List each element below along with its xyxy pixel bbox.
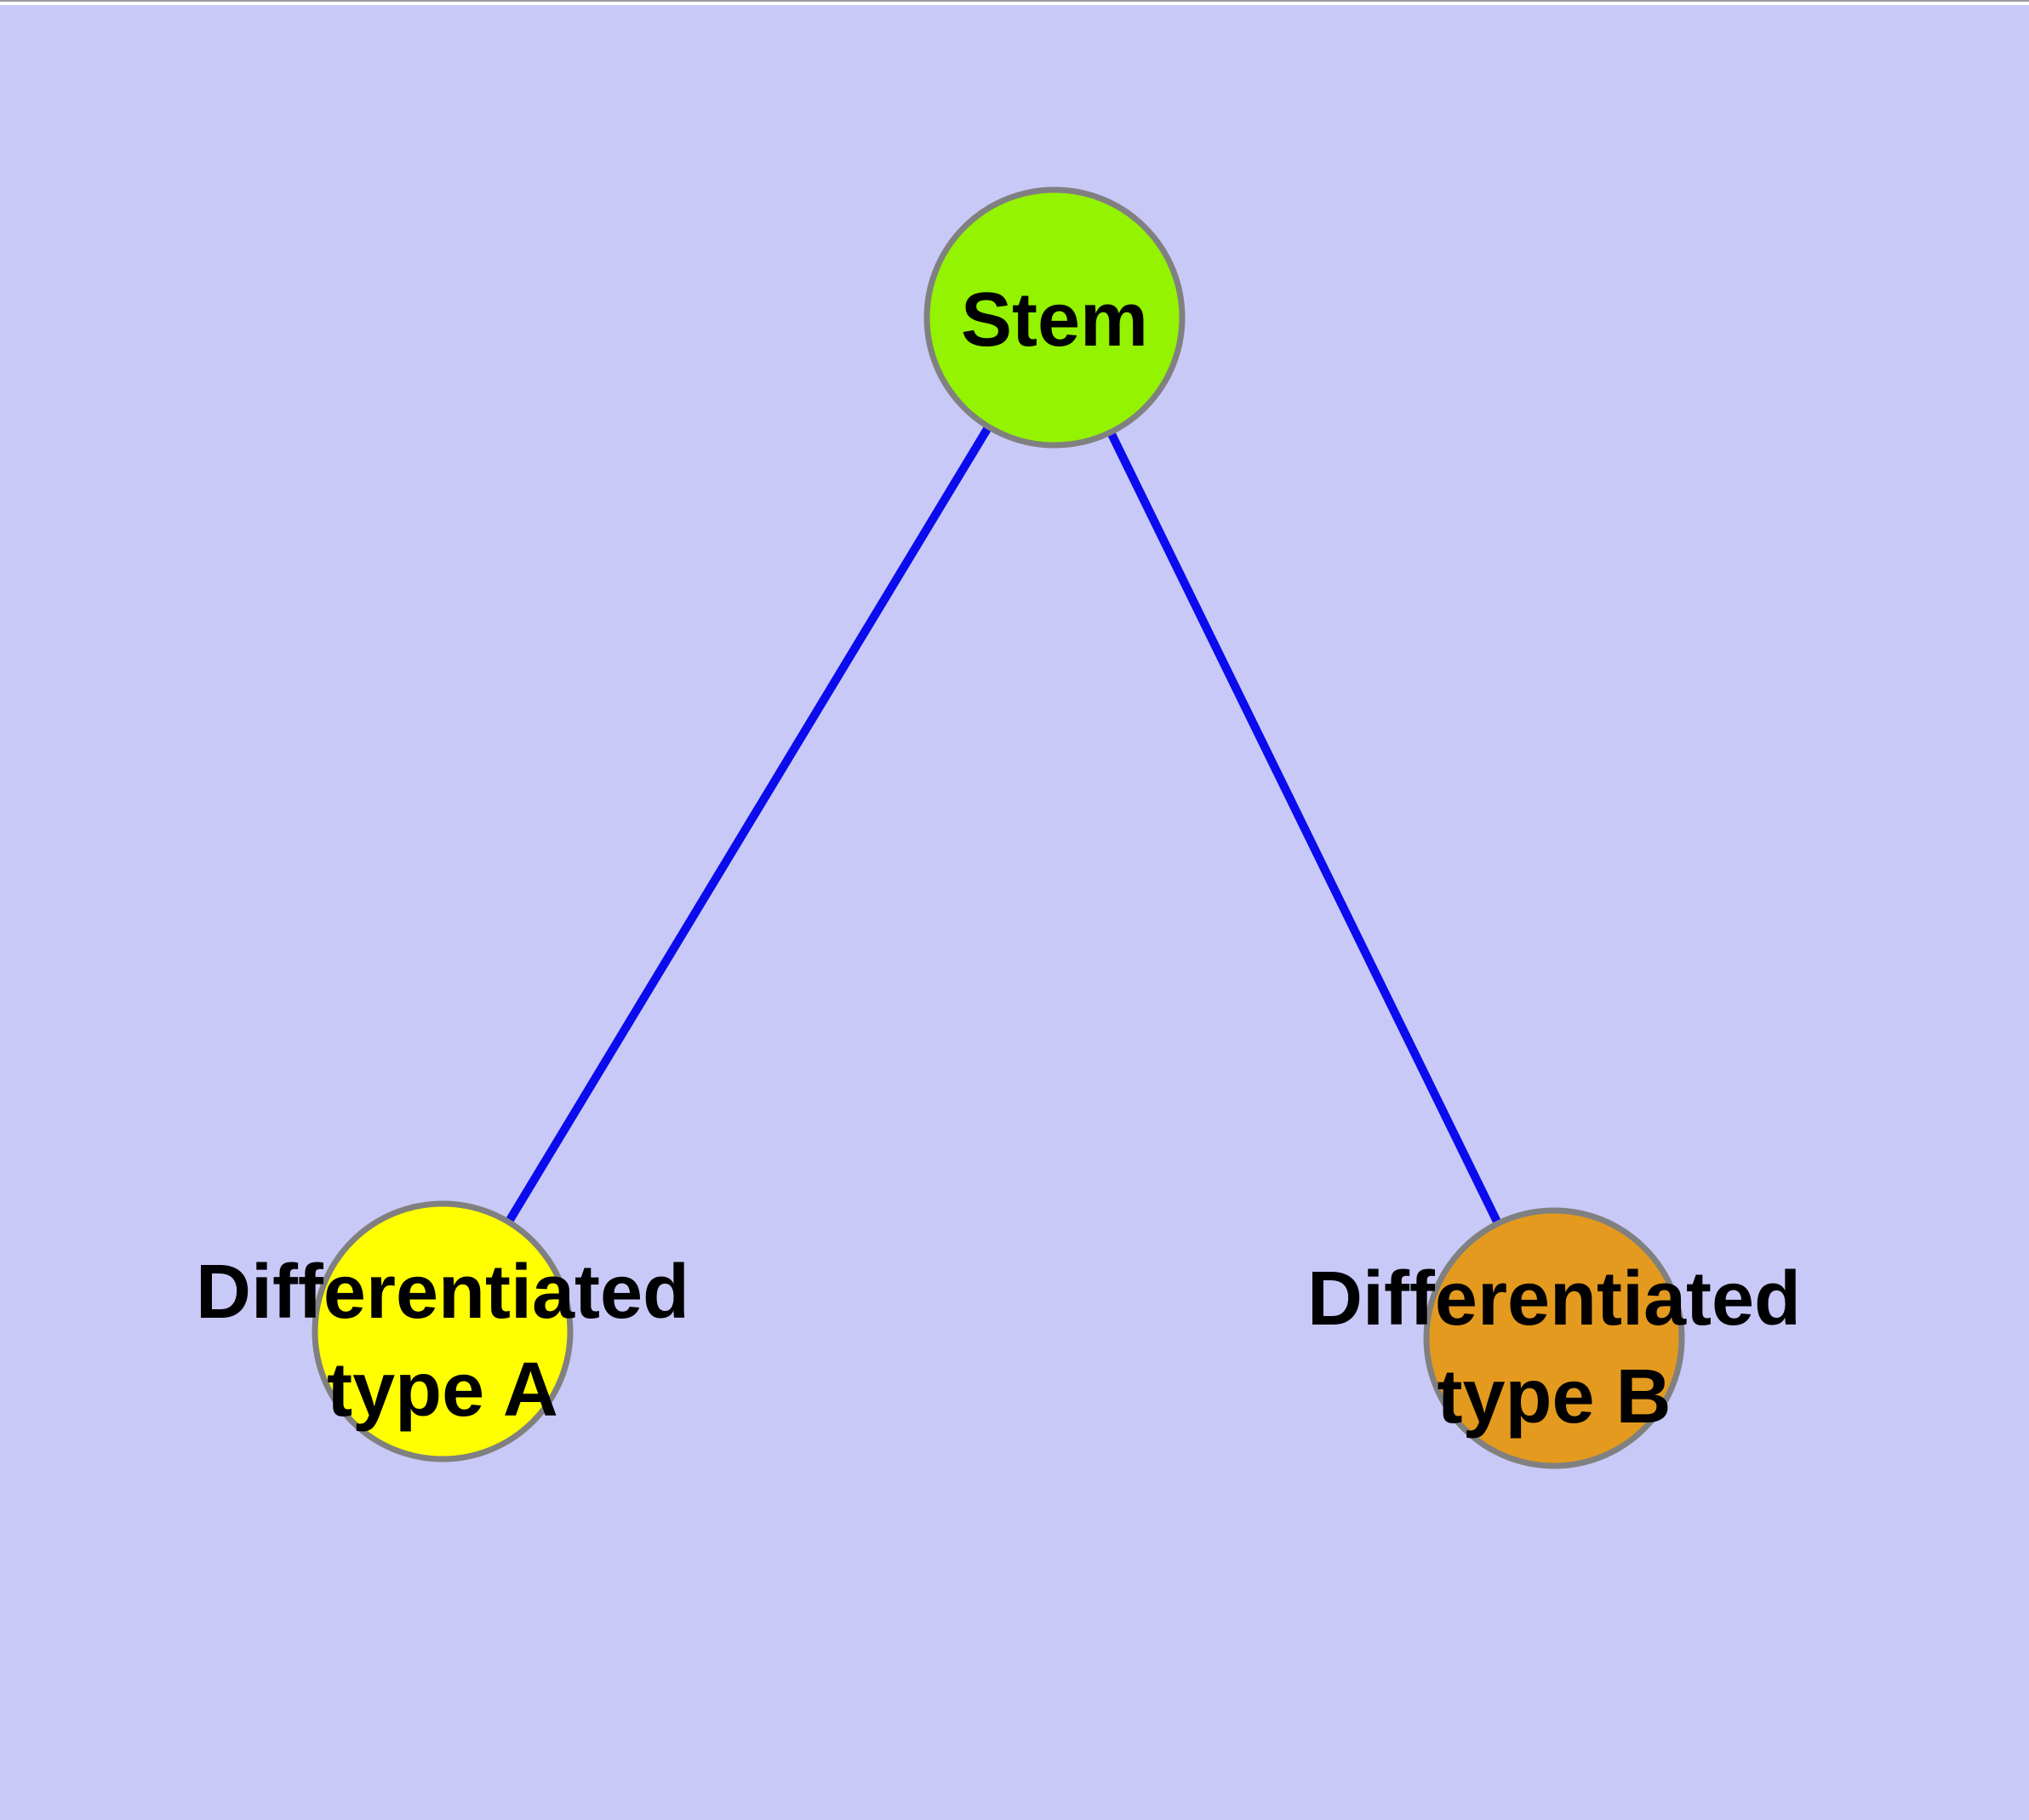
node-type-b-circle: [1423, 1207, 1685, 1469]
node-type-a-label-line1: Differentiated: [196, 1250, 689, 1335]
node-type-b-label-line2: type B: [1437, 1354, 1671, 1439]
edge-stem-to-type-a: [438, 313, 1059, 1336]
top-window-hairline: [0, 0, 2029, 2]
node-type-a-circle: [311, 1200, 574, 1462]
edge-stem-to-type-b: [1050, 313, 1558, 1342]
top-window-strip: [0, 0, 2029, 5]
node-stem-circle: [923, 186, 1186, 449]
node-stem-label: Stem: [961, 278, 1148, 363]
node-type-b-label-line1: Differentiated: [1307, 1256, 1801, 1342]
node-type-a-label-line2: type A: [327, 1348, 558, 1433]
